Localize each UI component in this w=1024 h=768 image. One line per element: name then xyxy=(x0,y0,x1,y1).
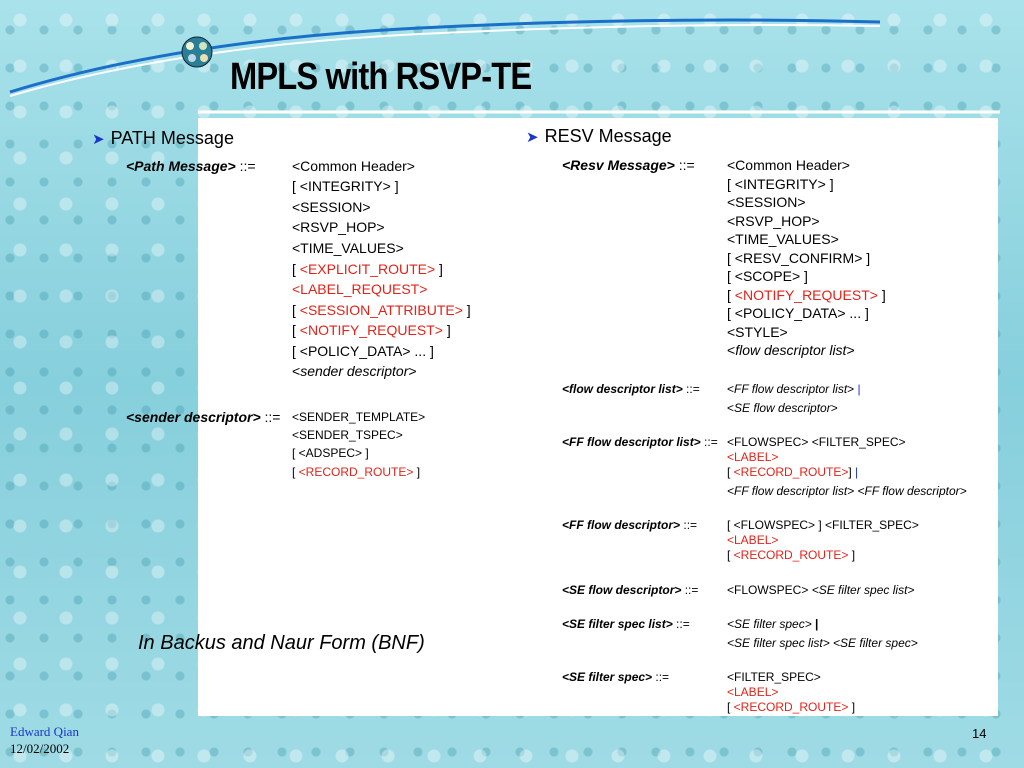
sefd-item: <FLOWSPEC> <SE filter spec list> xyxy=(727,583,915,597)
path-item-sender-descriptor: <sender descriptor> xyxy=(292,363,417,379)
sefs-item-record-route: [ <RECORD_ROUTE> ] xyxy=(727,700,856,714)
sefs-item-label: <LABEL> xyxy=(727,685,779,699)
path-item-policy: [ <POLICY_DATA> ... ] xyxy=(292,343,434,359)
resv-item-flow-descriptor-list: <flow descriptor list> xyxy=(727,342,855,358)
sefd-def-label: <SE flow descriptor> ::= xyxy=(562,583,699,597)
path-item-explicit-route: [ <EXPLICIT_ROUTE> ] xyxy=(292,261,443,277)
path-item-session-attribute: [ <SESSION_ATTRIBUTE> ] xyxy=(292,302,471,318)
resv-item: [ <INTEGRITY> ] xyxy=(727,176,834,192)
sender-item-record-route: [ <RECORD_ROUTE> ] xyxy=(292,465,421,479)
slide-title: MPLS with RSVP-TE xyxy=(230,56,532,98)
resv-item: [ <RESV_CONFIRM> ] xyxy=(727,250,871,266)
ffl-def-label: <FF flow descriptor list> ::= xyxy=(562,435,718,449)
sefsl-item: <SE filter spec list> <SE filter spec> xyxy=(727,636,918,650)
resv-item: <Common Header> xyxy=(727,157,850,173)
resv-item: <TIME_VALUES> xyxy=(727,231,839,247)
ffl-item: <FF flow descriptor list> <FF flow descr… xyxy=(727,484,967,498)
ffl-item: <FLOWSPEC> <FILTER_SPEC> xyxy=(727,435,906,449)
ffd-def-label: <FF flow descriptor> ::= xyxy=(562,518,698,532)
path-item-label-request: <LABEL_REQUEST> xyxy=(292,281,428,297)
sender-item: [ <ADSPEC> ] xyxy=(292,446,369,460)
resv-def-label: <Resv Message> ::= xyxy=(562,157,695,173)
globe-icon xyxy=(181,36,213,68)
resv-item-style: <STYLE> xyxy=(727,324,788,340)
resv-item: <RSVP_HOP> xyxy=(727,213,820,229)
sender-item: <SENDER_TSPEC> xyxy=(292,428,403,442)
path-item: <TIME_VALUES> xyxy=(292,240,404,256)
ffl-item-record-route: [ <RECORD_ROUTE>] | xyxy=(727,465,859,479)
resv-item-policy: [ <POLICY_DATA> ... ] xyxy=(727,305,869,321)
sender-item: <SENDER_TEMPLATE> xyxy=(292,410,426,424)
sender-def-label: <sender descriptor> ::= xyxy=(126,409,281,425)
resv-item-notify-request: [ <NOTIFY_REQUEST> ] xyxy=(727,287,886,303)
arrow-bullet-icon: ➤ xyxy=(526,129,539,146)
path-item: [ <INTEGRITY> ] xyxy=(292,178,399,194)
page-number: 14 xyxy=(972,726,987,741)
resv-item: <SESSION> xyxy=(727,194,806,210)
resv-item: [ <SCOPE> ] xyxy=(727,268,808,284)
fdl-item: <FF flow descriptor list> | xyxy=(727,382,861,396)
bnf-note: In Backus and Naur Form (BNF) xyxy=(138,632,425,654)
decorative-arc xyxy=(9,18,1000,114)
fdl-item: <SE flow descriptor> xyxy=(727,401,838,415)
resv-bullet: ➤RESV Message xyxy=(526,126,672,146)
ffd-item-label: <LABEL> xyxy=(727,533,779,547)
sefs-def-label: <SE filter spec> ::= xyxy=(562,670,670,684)
path-item: <RSVP_HOP> xyxy=(292,219,385,235)
path-bullet: ➤PATH Message xyxy=(92,128,234,148)
content-panel xyxy=(198,118,998,716)
footer-date: 12/02/2002 xyxy=(10,741,70,756)
fdl-def-label: <flow descriptor list> ::= xyxy=(562,382,700,396)
path-item-notify-request: [ <NOTIFY_REQUEST> ] xyxy=(292,322,451,338)
ffd-item-record-route: [ <RECORD_ROUTE> ] xyxy=(727,548,856,562)
ffl-item-label: <LABEL> xyxy=(727,450,779,464)
ffd-item: [ <FLOWSPEC> ] <FILTER_SPEC> xyxy=(727,518,919,532)
path-item: <Common Header> xyxy=(292,158,415,174)
sefsl-def-label: <SE filter spec list> ::= xyxy=(562,617,690,631)
footer-author: Edward Qian xyxy=(10,724,79,739)
sefsl-item: <SE filter spec> | xyxy=(727,617,819,631)
path-def-label: <Path Message> ::= xyxy=(126,158,256,174)
arrow-bullet-icon: ➤ xyxy=(92,131,105,148)
sefs-item: <FILTER_SPEC> xyxy=(727,670,821,684)
path-item: <SESSION> xyxy=(292,199,371,215)
